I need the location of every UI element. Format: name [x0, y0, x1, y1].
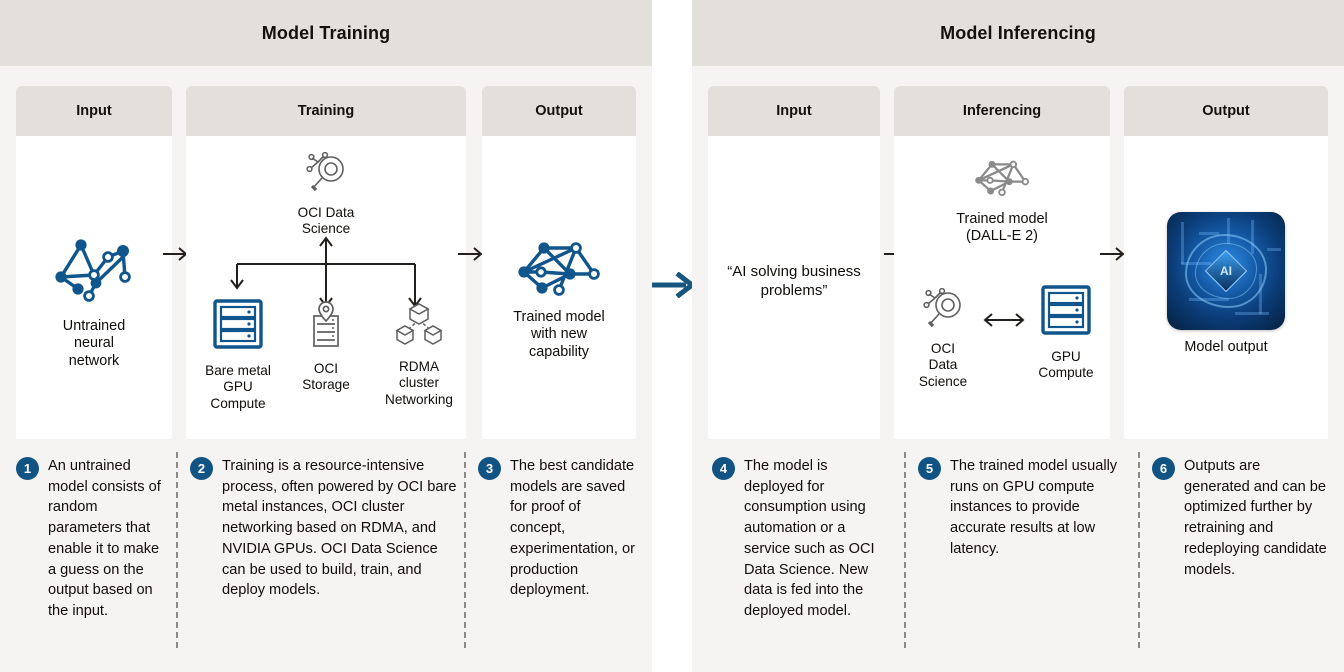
oci-data-science-icon	[923, 287, 961, 328]
note-text-1: An untrained model consists of random pa…	[48, 458, 161, 620]
note-text-4: The model is deployed for consumption us…	[744, 458, 875, 620]
stage-inferencing-main: Inferencing	[894, 86, 1110, 439]
neural-network-icon	[518, 242, 600, 296]
note-divider-1	[176, 452, 178, 648]
arrow-training-to-output	[458, 247, 483, 261]
stage-header-inferencing: Inferencing	[894, 86, 1110, 136]
arrow-inferencing-to-output	[1100, 247, 1125, 261]
stage-body-inference-input: “AI solving business problems”	[708, 136, 880, 439]
note-badge-3: 3	[478, 457, 501, 480]
arrow-training-to-inferencing	[652, 272, 696, 298]
bidirectional-arrow-icon	[983, 313, 1025, 327]
oci-storage-icon	[313, 301, 339, 347]
note-text-5: The trained model usually runs on GPU co…	[950, 458, 1118, 557]
stage-header-input: Input	[16, 86, 172, 136]
server-rack-icon	[213, 299, 263, 349]
model-output-caption: Model output	[1184, 339, 1268, 355]
note-text-2: Training is a resource-intensive process…	[222, 458, 457, 599]
rdma-cluster-icon	[395, 303, 443, 345]
stage-header-inference-input: Input	[708, 86, 880, 136]
input-prompt-text: “AI solving business problems”	[727, 263, 861, 299]
stage-header-inference-output: Output	[1124, 86, 1328, 136]
note-text-6: Outputs are generated and can be optimiz…	[1184, 458, 1327, 578]
section-model-inferencing: Model Inferencing Input “AI solving busi…	[692, 0, 1344, 672]
stage-training-output: Output	[482, 86, 636, 439]
trained-model-dalle-block: Trained model(DALL-E 2)	[894, 154, 1110, 246]
note-divider-5	[1138, 452, 1140, 648]
section-model-training: Model Training Input	[0, 0, 652, 672]
stage-header-output: Output	[482, 86, 636, 136]
note-badge-2: 2	[190, 457, 213, 480]
stage-training-input: Input	[16, 86, 172, 439]
note-2: 2 Training is a resource-intensive proce…	[190, 456, 458, 601]
section-title-model-training: Model Training	[0, 0, 652, 66]
note-divider-2	[464, 452, 466, 648]
note-1: 1 An untrained model consists of random …	[16, 456, 168, 622]
oci-data-science-icon	[306, 151, 344, 192]
stage-inferencing-input: Input “AI solving business problems”	[708, 86, 880, 439]
note-5: 5 The trained model usually runs on GPU …	[918, 456, 1120, 560]
stage-inferencing-output: Output	[1124, 86, 1328, 439]
note-6: 6 Outputs are generated and can be optim…	[1152, 456, 1328, 580]
note-divider-4	[904, 452, 906, 648]
note-badge-1: 1	[16, 457, 39, 480]
section-title-model-inferencing: Model Inferencing	[692, 0, 1344, 66]
stage-header-training: Training	[186, 86, 466, 136]
note-badge-4: 4	[712, 457, 735, 480]
note-badge-6: 6	[1152, 457, 1175, 480]
stage-training-training: Training	[186, 86, 466, 439]
model-output-block: AI Model output	[1124, 212, 1328, 356]
stage-body-inferencing: Trained model(DALL-E 2)	[894, 136, 1110, 439]
neural-network-icon	[55, 239, 131, 302]
note-3: 3 The best candidate models are saved fo…	[478, 456, 636, 601]
stage-body-inference-output: AI Model output	[1124, 136, 1328, 439]
server-rack-icon	[1041, 285, 1091, 335]
trained-model-dalle-caption: Trained model(DALL-E 2)	[956, 211, 1048, 245]
note-badge-5: 5	[918, 457, 941, 480]
neural-network-gray-icon	[975, 160, 1030, 197]
note-4: 4 The model is deployed for consumption …	[712, 456, 884, 622]
ai-chip-image: AI	[1167, 212, 1285, 330]
note-text-3: The best candidate models are saved for …	[510, 458, 635, 599]
